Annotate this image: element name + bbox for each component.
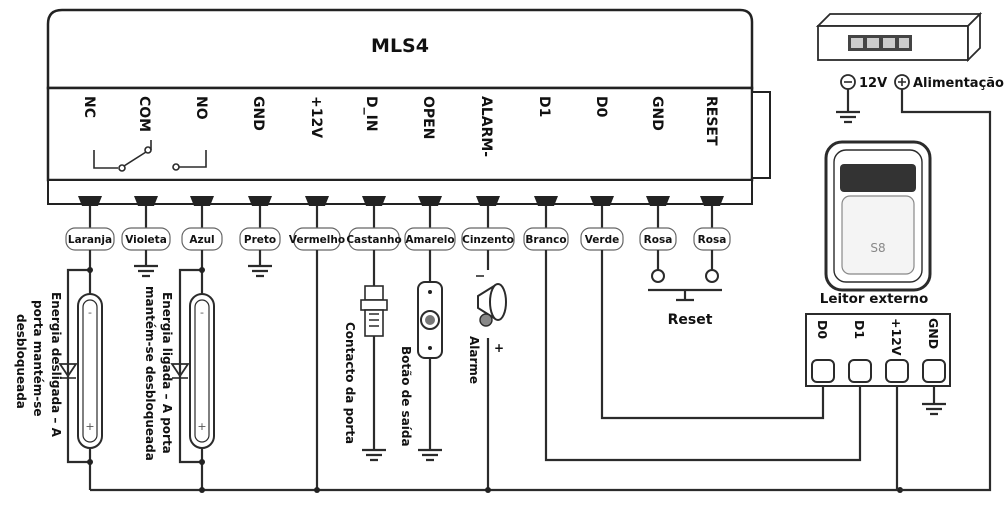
exit-button-label: Botão de saída: [399, 346, 413, 447]
terminal-labels: NC COM NO GND +12V D_IN OPEN ALARM- D1 D…: [81, 96, 719, 157]
reader-pin-d1: D1: [852, 320, 867, 339]
reset-button: [648, 250, 722, 302]
lock-on-line-2: mantém-se desbloqueada: [143, 286, 157, 461]
diode-icon: [58, 363, 78, 378]
wire-stubs: [88, 206, 714, 228]
lock-off-line-2: porta mantém-se: [31, 300, 45, 417]
lock-annotations: Energia desligada – A porta mantém-se de…: [14, 286, 174, 461]
reader-pin-gnd: GND: [926, 318, 941, 349]
wire-color-tags: [65, 227, 731, 251]
terminal-alarm: ALARM-: [478, 96, 494, 157]
power-supply: [815, 11, 992, 492]
lock1-minus: -: [88, 306, 92, 319]
tag-preto: Preto: [244, 234, 276, 246]
lock-off-line-3: desbloqueada: [14, 314, 28, 409]
reader-brand: S8: [870, 241, 885, 255]
lock2-plus: +: [197, 420, 206, 433]
terminal-d1: D1: [536, 96, 552, 117]
terminal-d-in: D_IN: [363, 96, 379, 132]
door-contact-label: Contacto da porta: [343, 322, 357, 444]
tag-castanho: Castanho: [346, 234, 401, 246]
tag-cinzento: Cinzento: [462, 234, 514, 246]
alarm-plus: +: [494, 341, 504, 355]
reader-pin-12v: +12V: [889, 318, 904, 356]
alarm-siren: [476, 250, 507, 493]
wire-d1: [544, 250, 862, 462]
alarm-label: Alarme: [467, 336, 481, 384]
terminal-no: NO: [193, 96, 209, 120]
lock-fail-secure: - +: [170, 250, 215, 490]
exit-button: [417, 250, 443, 462]
tag-amarelo: Amarelo: [405, 234, 454, 246]
tag-laranja: Laranja: [68, 234, 112, 246]
tag-rosa-1: Rosa: [644, 234, 673, 246]
wire-d0: [600, 250, 825, 420]
lock2-minus: -: [200, 306, 204, 319]
reader-ground-symbol: [922, 402, 946, 416]
lock1-plus: +: [85, 420, 94, 433]
terminal-gnd-2: GND: [649, 96, 665, 131]
reader-pin-labels: D0 D1 +12V GND: [815, 318, 941, 356]
lock-on-line-1: Energia ligada – A porta: [160, 292, 174, 454]
wire-color-labels: Laranja Violeta Azul Preto Vermelho Cast…: [68, 234, 726, 246]
ground-symbols-upper: [134, 250, 272, 278]
tag-rosa-2: Rosa: [698, 234, 727, 246]
terminal-nc: NC: [81, 96, 97, 118]
tag-azul: Azul: [189, 234, 214, 246]
controller-title: MLS4: [371, 35, 429, 57]
psu-positive-label: Alimentação: [913, 76, 1004, 91]
reader-title: Leitor externo: [820, 291, 929, 307]
terminal-gnd-1: GND: [250, 96, 266, 131]
controller-housing: [46, 8, 771, 205]
tag-vermelho: Vermelho: [289, 234, 345, 246]
tag-verde: Verde: [585, 234, 620, 246]
reader-terminal-block: [805, 313, 951, 387]
psu-negative-label: 12V: [859, 76, 887, 91]
tag-branco: Branco: [525, 234, 566, 246]
lock-fail-safe: - +: [58, 250, 103, 490]
tag-violeta: Violeta: [125, 234, 167, 246]
reader-pin-d0: D0: [815, 320, 830, 339]
lock-off-line-1: Energia desligada – A: [49, 292, 63, 438]
terminal-com: COM: [136, 96, 152, 132]
terminal-screws: [78, 196, 724, 206]
terminal-open: OPEN: [420, 96, 436, 139]
relay-contact-symbol: [93, 140, 207, 172]
door-contact-sensor: [360, 250, 388, 462]
terminal-reset: RESET: [703, 96, 719, 146]
terminal-12v: +12V: [308, 96, 324, 138]
external-reader: [824, 140, 932, 292]
diode-icon: [170, 363, 190, 378]
terminal-d0: D0: [593, 96, 609, 118]
reset-label: Reset: [668, 312, 713, 328]
